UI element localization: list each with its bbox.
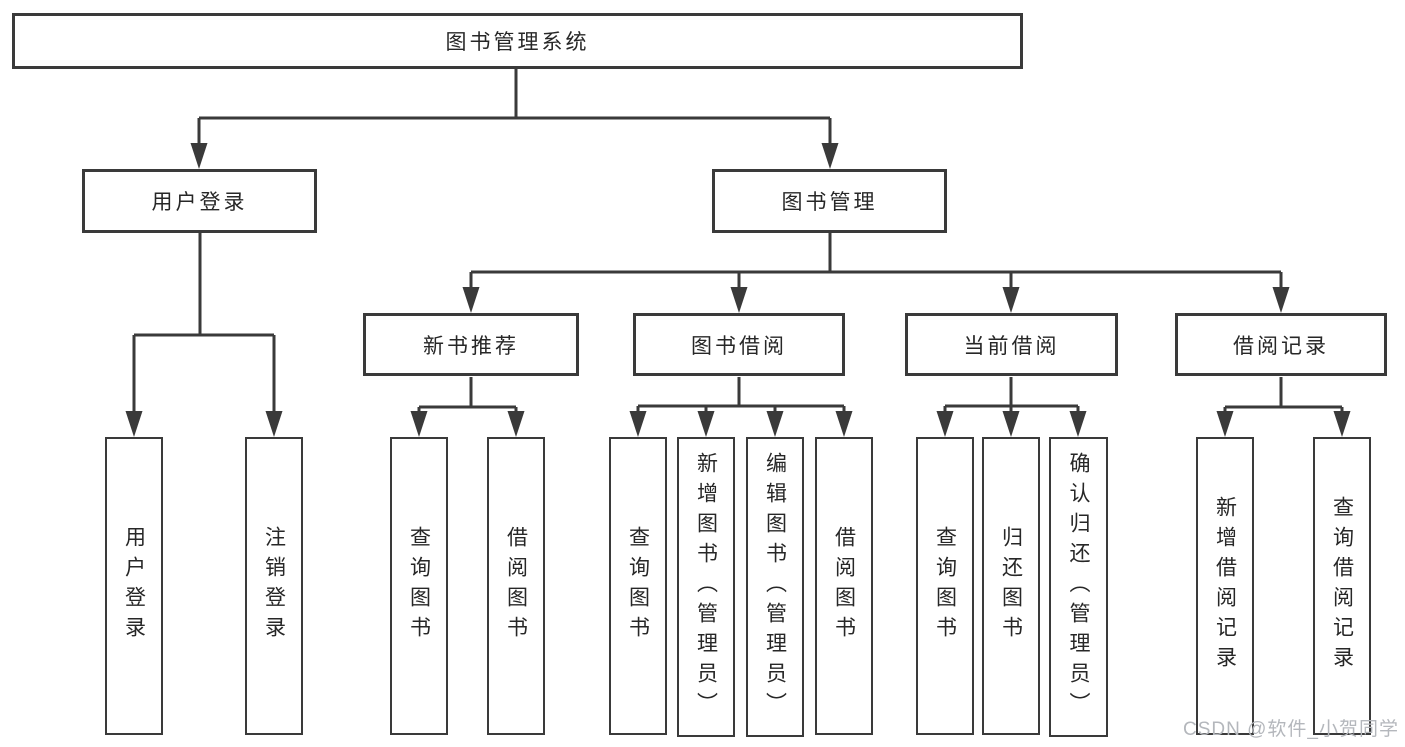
csdn-watermark: CSDN @软件_小贺同学 bbox=[1183, 719, 1399, 740]
connector-borrow-split bbox=[636, 377, 846, 419]
node-book-borrow: 图书借阅 bbox=[633, 313, 845, 376]
leaf-logout-label: 注销登录 bbox=[262, 526, 286, 646]
leaf-borrow-query-books-label: 查询图书 bbox=[626, 526, 650, 646]
leaf-borrow-books: 借阅图书 bbox=[815, 437, 873, 735]
leaf-user-login: 用户登录 bbox=[105, 437, 163, 735]
node-book-borrow-label: 图书借阅 bbox=[691, 334, 787, 358]
leaf-add-books-admin: 新增图书（管理员） bbox=[677, 437, 735, 737]
node-new-book-recommend-label: 新书推荐 bbox=[423, 334, 519, 358]
leaf-confirm-return-admin-label: 确认归还（管理员） bbox=[1067, 452, 1090, 722]
leaf-return-books-label: 归还图书 bbox=[999, 526, 1023, 646]
leaf-logout: 注销登录 bbox=[245, 437, 303, 735]
leaf-newbook-query-books: 查询图书 bbox=[390, 437, 448, 735]
connector-management-split bbox=[469, 233, 1283, 295]
leaf-user-login-label: 用户登录 bbox=[122, 526, 146, 646]
connector-login-split bbox=[132, 233, 276, 419]
leaf-add-books-admin-label: 新增图书（管理员） bbox=[694, 452, 718, 722]
connector-record-split bbox=[1223, 377, 1344, 419]
connector-newbook-split bbox=[417, 377, 518, 419]
leaf-confirm-return-admin: 确认归还（管理员） bbox=[1049, 437, 1108, 737]
leaf-query-borrow-record: 查询借阅记录 bbox=[1313, 437, 1371, 735]
node-borrow-records: 借阅记录 bbox=[1175, 313, 1387, 376]
leaf-newbook-borrow-books: 借阅图书 bbox=[487, 437, 545, 735]
node-current-borrow: 当前借阅 bbox=[905, 313, 1118, 376]
node-root-label: 图书管理系统 bbox=[445, 31, 590, 54]
leaf-borrow-query-books: 查询图书 bbox=[609, 437, 667, 735]
node-root: 图书管理系统 bbox=[12, 13, 1023, 69]
leaf-borrow-books-label: 借阅图书 bbox=[832, 526, 856, 646]
node-user-login: 用户登录 bbox=[82, 169, 317, 233]
node-book-management: 图书管理 bbox=[712, 169, 947, 233]
node-user-login-label: 用户登录 bbox=[151, 191, 248, 214]
leaf-edit-books-admin: 编辑图书（管理员） bbox=[746, 437, 804, 737]
leaf-newbook-query-books-label: 查询图书 bbox=[407, 526, 431, 646]
leaf-current-query-books: 查询图书 bbox=[916, 437, 974, 735]
connector-root-split bbox=[197, 69, 832, 149]
node-new-book-recommend: 新书推荐 bbox=[363, 313, 579, 376]
leaf-query-borrow-record-label: 查询借阅记录 bbox=[1330, 496, 1354, 676]
node-current-borrow-label: 当前借阅 bbox=[963, 334, 1060, 358]
node-borrow-records-label: 借阅记录 bbox=[1233, 334, 1329, 358]
arrowheads bbox=[125, 143, 1351, 437]
leaf-return-books: 归还图书 bbox=[982, 437, 1040, 735]
leaf-add-borrow-record-label: 新增借阅记录 bbox=[1213, 496, 1237, 676]
leaf-edit-books-admin-label: 编辑图书（管理员） bbox=[763, 452, 787, 722]
leaf-add-borrow-record: 新增借阅记录 bbox=[1196, 437, 1254, 735]
leaf-current-query-books-label: 查询图书 bbox=[933, 526, 957, 646]
leaf-newbook-borrow-books-label: 借阅图书 bbox=[504, 526, 528, 646]
node-book-management-label: 图书管理 bbox=[781, 191, 878, 214]
